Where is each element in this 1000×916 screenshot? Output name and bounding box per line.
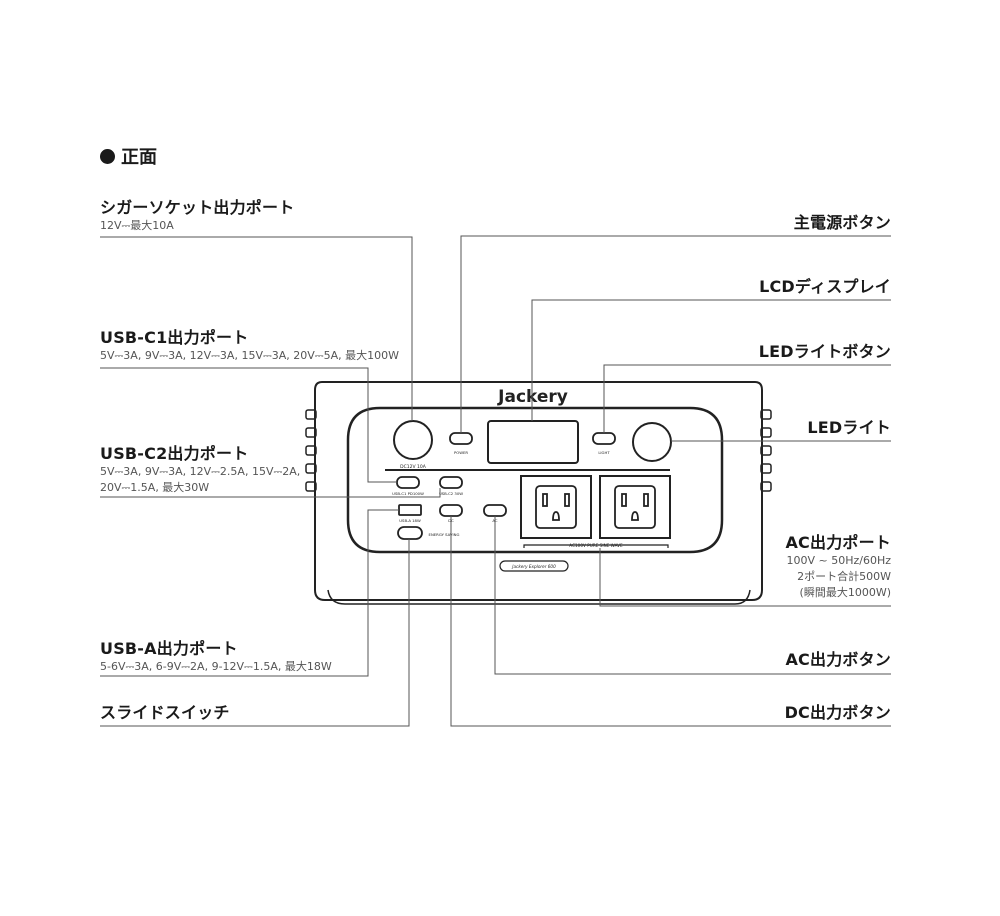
usb-c1-port [396, 476, 420, 489]
callout-ac-button: AC出力ボタン [785, 646, 891, 670]
section-title-text: 正面 [121, 147, 157, 168]
callout-lcd: LCDディスプレイ [759, 273, 891, 297]
led-light [632, 422, 672, 462]
callout-detail: 5-6V⎓3A, 6-9V⎓2A, 9-12V⎓1.5A, 最大18W [100, 660, 332, 673]
leader-ac-btn [494, 516, 891, 675]
callout-title: AC出力ポート [785, 533, 891, 552]
device-bottom-band [327, 589, 751, 605]
callout-slide-switch: スライドスイッチ [100, 699, 230, 723]
callout-detail: 12V⎓最大10A [100, 219, 174, 232]
leader-usb-c1 [100, 367, 397, 483]
device-outer-body [314, 381, 763, 601]
callout-title: DC出力ボタン [784, 703, 891, 722]
callout-title: USB-C2出力ポート [100, 444, 249, 463]
callout-detail: (瞬間最大1000W) [799, 586, 891, 599]
ac-outlet-2 [599, 475, 671, 539]
dc-socket-label: DC12V 10A [400, 464, 427, 470]
callout-led-light: LEDライト [807, 414, 891, 438]
callout-usb-c2: USB-C2出力ポート 5V⎓3A, 9V⎓3A, 12V⎓2.5A, 15V⎓… [100, 440, 300, 496]
cigar-socket [393, 420, 433, 460]
callout-usb-a: USB-A出力ポート 5-6V⎓3A, 6-9V⎓2A, 9-12V⎓1.5A,… [100, 635, 332, 675]
slide-switch-label: ENERGY SAVING [429, 532, 460, 537]
callout-title: USB-A出力ポート [100, 639, 238, 658]
front-panel [346, 406, 724, 554]
callout-title: AC出力ボタン [785, 650, 891, 669]
light-label: LIGHT [598, 450, 610, 455]
usb-c1-label: USB-C1 PD100W [392, 491, 424, 496]
leader-dc-btn [450, 516, 891, 727]
power-label: POWER [454, 450, 468, 455]
callout-led-button: LEDライトボタン [759, 338, 891, 362]
usb-a-port [398, 504, 422, 516]
left-grip-ribs [305, 409, 317, 492]
leader-usb-c2 [100, 488, 441, 498]
leader-led-btn [603, 364, 891, 433]
leader-power [460, 235, 891, 433]
callout-title: LCDディスプレイ [759, 277, 891, 296]
lcd-display [487, 420, 579, 464]
ac-banner-bracket [523, 544, 669, 548]
callout-title: USB-C1出力ポート [100, 328, 249, 347]
callout-title: スライドスイッチ [100, 703, 230, 722]
callout-usb-c1: USB-C1出力ポート 5V⎓3A, 9V⎓3A, 12V⎓3A, 15V⎓3A… [100, 324, 399, 364]
model-badge-label: Jackery Explorer 600 [511, 564, 556, 569]
power-button [449, 432, 473, 445]
callout-detail: 100V ~ 50Hz/60Hz [786, 554, 891, 567]
leader-slide [100, 539, 410, 727]
leader-cigar [100, 236, 413, 421]
slide-switch [397, 526, 423, 540]
ac-outlet-2-face [614, 485, 656, 529]
leader-ac-ports [599, 548, 891, 607]
usb-c2-port [439, 476, 463, 489]
leader-lcd [531, 299, 891, 421]
callout-ac-ports: AC出力ポート 100V ~ 50Hz/60Hz 2ポート合計500W (瞬間最… [785, 529, 891, 601]
callout-detail: 5V⎓3A, 9V⎓3A, 12V⎓2.5A, 15V⎓2A, [100, 465, 301, 478]
callout-title: 主電源ボタン [793, 213, 891, 232]
callout-detail: 2ポート合計500W [797, 570, 891, 583]
callout-dc-button: DC出力ボタン [785, 699, 891, 723]
callout-cigar-socket: シガーソケット出力ポート 12V⎓最大10A [100, 194, 294, 234]
leader-usb-a [100, 509, 399, 677]
led-light-button [592, 432, 616, 445]
usb-c2-label: USB-C2 30W [439, 491, 463, 496]
callout-title: LEDライトボタン [758, 342, 891, 361]
right-grip-ribs [760, 409, 772, 492]
ac-output-button [483, 504, 507, 517]
ac-outlet-1-face [535, 485, 577, 529]
callout-title: LEDライト [807, 418, 891, 437]
callout-detail: 20V⎓1.5A, 最大30W [100, 481, 210, 494]
section-title: 正面 [100, 143, 157, 169]
ac-outlet-1 [520, 475, 592, 539]
callout-main-power: 主電源ボタン [794, 209, 891, 233]
dc-output-button [439, 504, 463, 517]
model-badge [499, 560, 569, 572]
callout-detail: 5V⎓3A, 9V⎓3A, 12V⎓3A, 15V⎓3A, 20V⎓5A, 最大… [100, 349, 399, 362]
bullet-dot [100, 148, 115, 164]
callout-title: シガーソケット出力ポート [100, 198, 295, 217]
ac-banner-label: AC100V PURE SINE WAVE [569, 543, 623, 548]
usb-a-label: USB-A 18W [399, 518, 421, 523]
